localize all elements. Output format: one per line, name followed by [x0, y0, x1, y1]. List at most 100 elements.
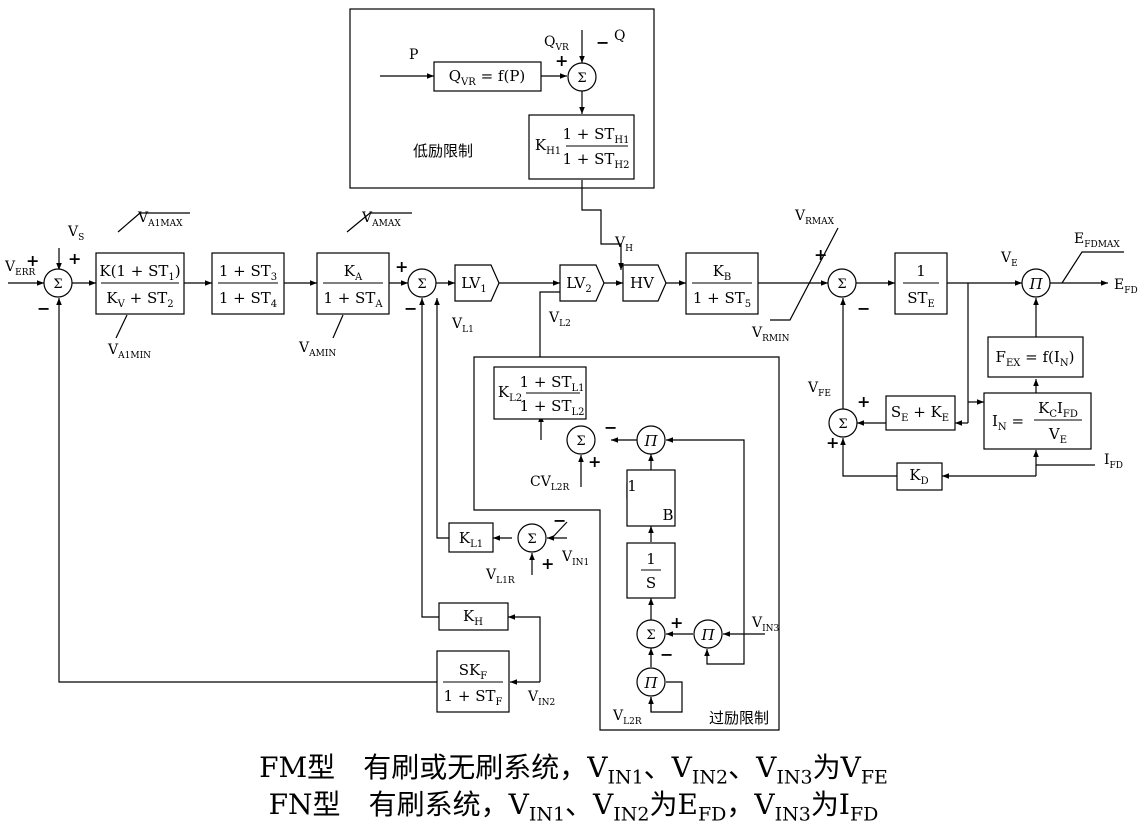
- switch-one-label: 1: [627, 477, 637, 495]
- fex-function-block: [987, 336, 1084, 378]
- sign: +: [68, 249, 81, 268]
- sum-symbol: Σ: [576, 434, 585, 449]
- vin2-kh-wire: [508, 614, 541, 682]
- kl1-output-wire: [434, 298, 449, 539]
- sign: +: [555, 51, 568, 70]
- t4-denominator: 1 + ST4: [219, 289, 277, 310]
- vamax-limit-line: [346, 212, 412, 233]
- cvl2r-label: CVL2R: [530, 474, 570, 493]
- vrmax-label: VRMAX: [794, 208, 835, 227]
- caption-desc: 有刷或无刷系统，: [363, 751, 588, 784]
- se-ke-block: [885, 395, 956, 431]
- vamin-limit-line: [332, 314, 344, 339]
- lv1-label: LV1: [461, 274, 486, 295]
- ta-denominator: 1 + STA: [323, 289, 383, 310]
- th1-numerator: 1 + STH1: [562, 125, 629, 146]
- sum-junction-limiters: [407, 268, 437, 298]
- va1max-label: VA1MAX: [137, 210, 183, 229]
- sign: −: [857, 299, 870, 318]
- se-ke-text: SE + KE: [891, 403, 949, 424]
- vr-limiter-line: [770, 227, 839, 321]
- vl1r-label: VL1R: [485, 567, 515, 586]
- in-lhs: IN =: [992, 412, 1024, 433]
- sum-junction-cvl2r: [566, 425, 596, 455]
- qvr-label: QVR: [544, 34, 569, 53]
- integrator-denominator: S: [646, 574, 656, 592]
- sum-symbol: Σ: [646, 628, 655, 643]
- vh-label: VH: [614, 235, 633, 254]
- under-excitation-label: 低励限制: [413, 142, 473, 160]
- sign: +: [814, 245, 827, 264]
- k-lead-numerator: K(1 + ST1): [99, 262, 180, 283]
- mult-junction-square: [636, 667, 666, 697]
- sum-symbol: Σ: [417, 277, 426, 292]
- va1min-label: VA1MIN: [107, 342, 151, 361]
- caption-fn: FN型 有刷系统，VIN1、VIN2为EFD，VIN3为IFD: [268, 788, 879, 826]
- sum-junction-vl1r: [517, 523, 547, 553]
- tl1-numerator: 1 + STL1: [520, 373, 585, 394]
- qvr-function-block: [433, 61, 542, 92]
- vl2r-label: VL2R: [612, 708, 642, 727]
- sign: +: [826, 433, 839, 452]
- verr-label: VERR: [4, 259, 35, 278]
- vin3-label: VIN3: [751, 615, 780, 634]
- sign: +: [541, 554, 554, 573]
- mult-junction-efd: [1021, 268, 1051, 298]
- efd-label: EFD: [1114, 277, 1138, 296]
- sign: −: [37, 299, 50, 318]
- vin3-lower-wire: [704, 634, 745, 665]
- sign: −: [404, 299, 417, 318]
- ifd-wire: [1033, 450, 1095, 466]
- sum-junction-exciter: [827, 268, 857, 298]
- vfe-label: VFE: [807, 380, 831, 399]
- vl2-label: VL2: [548, 310, 571, 329]
- sign: +: [670, 613, 683, 632]
- integrator-numerator: 1: [646, 550, 656, 568]
- kl1-block: [448, 522, 494, 553]
- over-excitation-limiter-region: [473, 356, 780, 731]
- lv1-gate-block: [454, 264, 500, 302]
- over-excitation-label: 过励限制: [709, 709, 769, 727]
- vin3-upper-wire: [666, 437, 745, 634]
- sum-symbol: Σ: [838, 417, 847, 432]
- q-label: Q: [614, 28, 625, 44]
- sum-junction-integrator: [636, 619, 666, 649]
- mult-symbol: Π: [643, 432, 658, 450]
- lv2-gate-block: [559, 264, 605, 302]
- va1min-limit-line: [115, 314, 128, 339]
- kh1-lead-lag-block: [528, 114, 635, 180]
- va1max-limit-line: [117, 212, 190, 233]
- skf-feedback-wire: [56, 298, 437, 683]
- under-excitation-limiter-region: [349, 8, 655, 189]
- sum-symbol: Σ: [53, 277, 62, 292]
- qvr-function-text: QVR = f(P): [449, 67, 526, 88]
- vin2-label: VIN2: [527, 689, 555, 708]
- ve-label: VE: [1000, 250, 1018, 269]
- sum-symbol: Σ: [527, 532, 536, 547]
- sign: +: [588, 452, 601, 471]
- sign: −: [604, 418, 617, 437]
- exciter-numerator: 1: [916, 262, 926, 280]
- vamax-label: VAMAX: [361, 210, 401, 229]
- t5-denominator: 1 + ST5: [693, 289, 751, 310]
- skf-numerator: SKF: [459, 661, 487, 682]
- k-lead-denominator: KV + ST2: [106, 289, 173, 310]
- hv-gate-block: [622, 264, 667, 302]
- vl1-label: VL1: [451, 316, 474, 335]
- caption-desc: 有刷系统，: [368, 788, 509, 821]
- efdmax-limit-line: [1061, 251, 1124, 284]
- tf-denominator: 1 + STF: [444, 687, 503, 708]
- th2-denominator: 1 + STH2: [562, 150, 629, 171]
- sign: +: [857, 392, 870, 411]
- caption-model: FN型: [268, 788, 341, 821]
- mult-symbol: Π: [1028, 275, 1043, 293]
- tl2-denominator: 1 + STL2: [520, 397, 585, 418]
- vamin-label: VAMIN: [298, 340, 336, 359]
- sign: −: [660, 645, 673, 664]
- switch-block: [626, 469, 676, 527]
- sign: +: [26, 251, 39, 270]
- sum-symbol: Σ: [577, 71, 586, 86]
- in-function-block: [983, 392, 1092, 450]
- efdmax-label: EFDMAX: [1074, 231, 1120, 250]
